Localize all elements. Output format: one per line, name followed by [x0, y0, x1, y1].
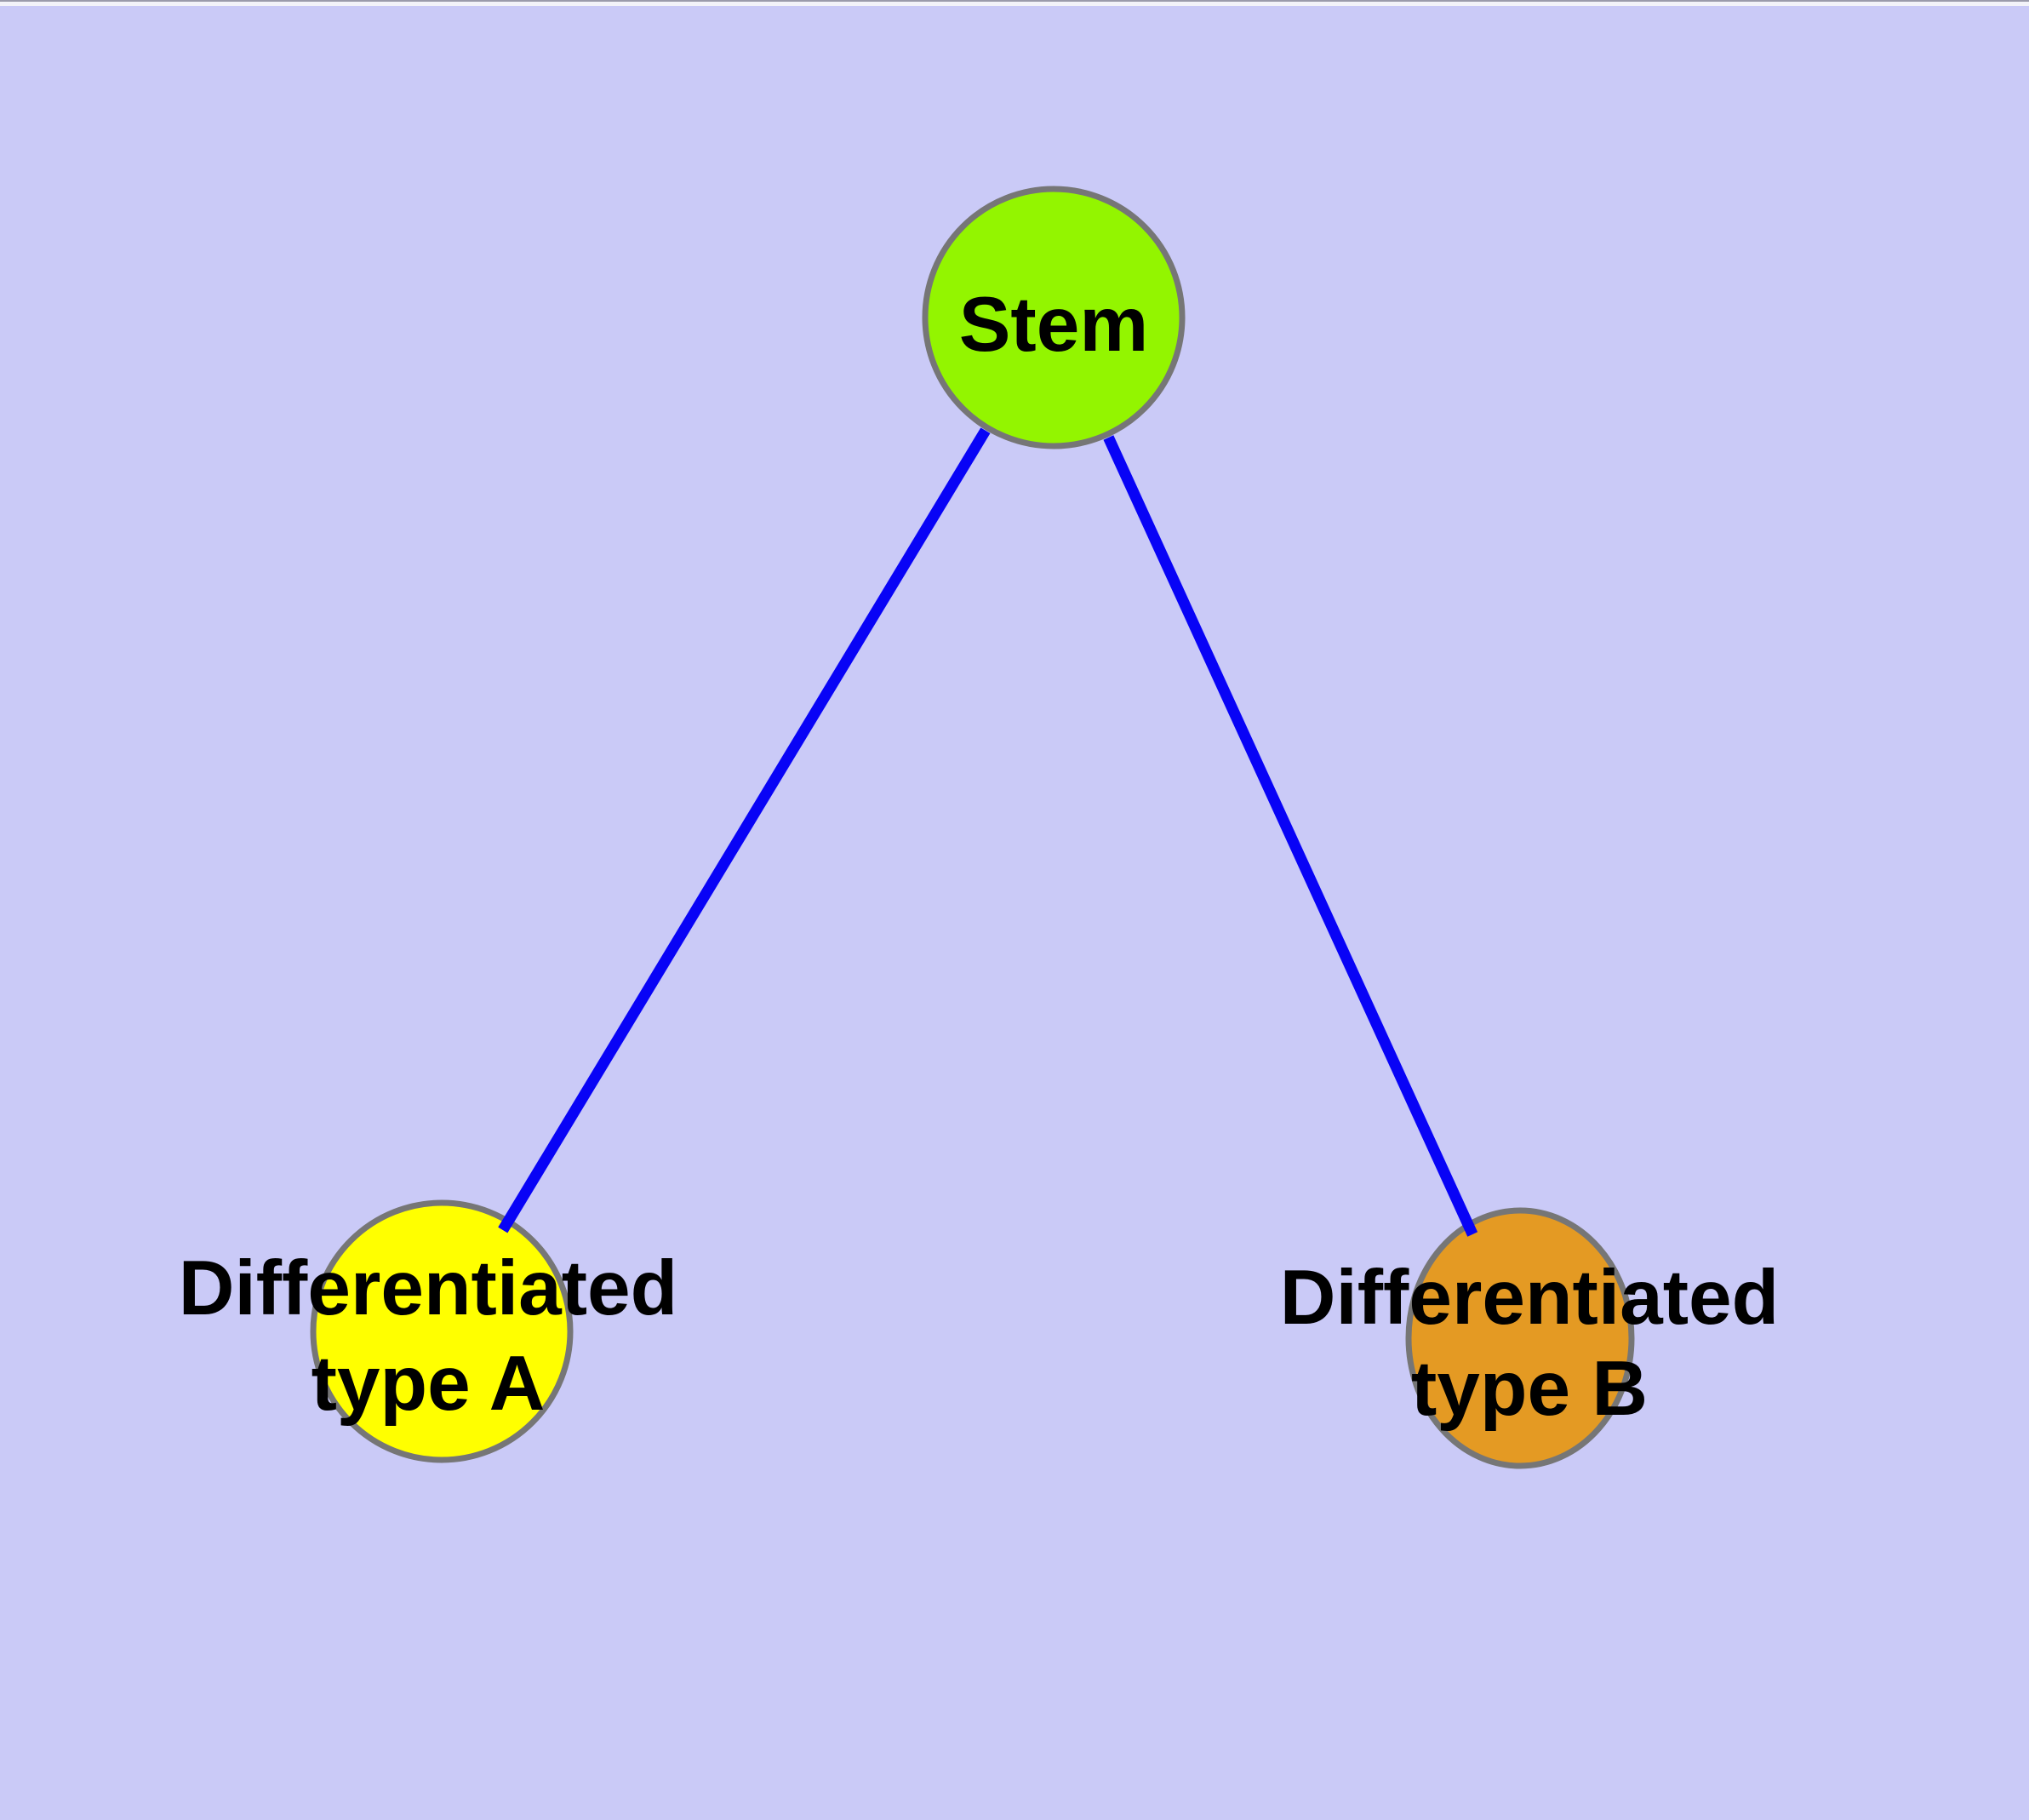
node-label-type-a-line1: Differentiated — [179, 1245, 678, 1331]
edge-stem-to-type-b — [1103, 435, 1478, 1237]
node-type-a — [310, 1199, 574, 1463]
node-label-stem-line1: Stem — [959, 282, 1149, 368]
window-top-edge — [0, 0, 2029, 6]
node-type-b — [1405, 1207, 1635, 1469]
node-label-type-b-line2: type B — [1411, 1346, 1648, 1432]
edge-stem-to-type-a — [498, 427, 991, 1233]
node-stem — [922, 186, 1186, 449]
nodes-layer — [310, 186, 1635, 1469]
node-label-type-b-line1: Differentiated — [1280, 1255, 1780, 1341]
window-top-edge-line — [0, 0, 2029, 2]
edges-layer — [498, 427, 1478, 1237]
node-label-type-a-line2: type A — [311, 1341, 546, 1427]
